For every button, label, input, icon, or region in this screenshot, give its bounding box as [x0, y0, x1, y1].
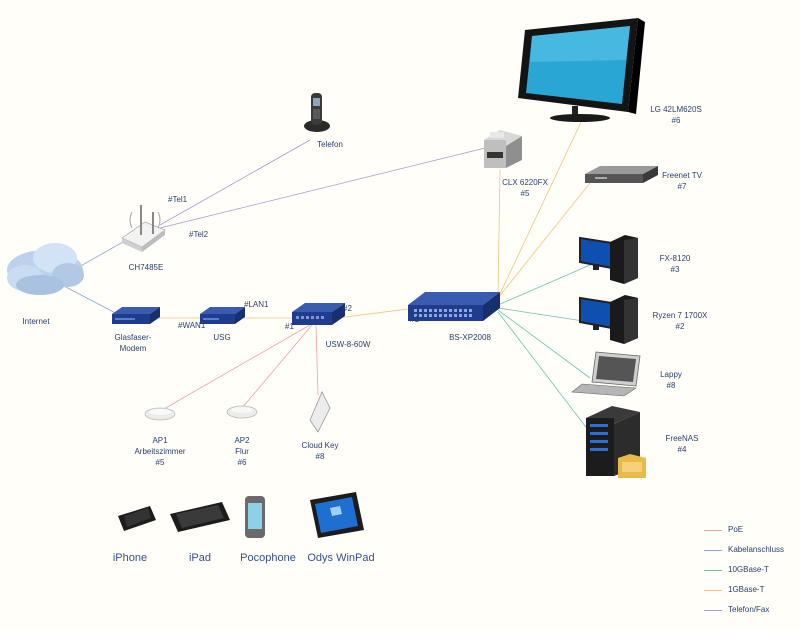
legend-item-telefon-fax: Telefon/Fax [704, 605, 798, 630]
monitor-icon [518, 18, 645, 122]
usg-label: USG [213, 333, 231, 342]
link-bsxp-tv [497, 117, 584, 299]
fx-label: FX-8120 #3 [659, 254, 691, 274]
network-diagram [7, 18, 658, 538]
legend-swatch [704, 530, 722, 531]
port-lan1-label: #LAN1 [244, 300, 269, 309]
cloudkey-label: Cloud Key #8 [301, 441, 339, 461]
legend-item-poe: PoE [704, 525, 798, 550]
link-ch7485e-telefon [159, 139, 311, 226]
receiver-label: Freenet TV #7 [662, 171, 702, 191]
link-usw-ap2 [241, 324, 313, 409]
printer-icon [484, 130, 522, 168]
legend-label: 10GBase-T [728, 565, 769, 574]
connections [61, 117, 593, 436]
odys-winpad-label: Odys WinPad [307, 552, 375, 564]
server-icon [586, 406, 646, 478]
desktop-pc-icon [579, 235, 638, 284]
phone-icon [304, 93, 330, 132]
lappy-label: Lappy #8 [660, 370, 682, 390]
tablet-icon [170, 502, 230, 532]
smartphone-icon [118, 506, 156, 531]
port-bs1-label: #1 [410, 315, 419, 324]
legend-swatch [704, 570, 722, 571]
legend: PoE Kabelanschluss 10GBase-T 1GBase-T Te… [704, 525, 798, 630]
tv-label: LG 42LM620S #6 [650, 105, 702, 125]
link-usw-bsxp [337, 307, 416, 319]
freenas-label: FreeNAS #4 [665, 434, 699, 454]
router-icon [200, 307, 245, 324]
ipad-label: iPad [188, 552, 212, 564]
switch-icon [292, 303, 345, 325]
legend-item-1gbase-t: 1GBase-T [704, 585, 798, 610]
ryzen-label: Ryzen 7 1700X #2 [652, 311, 708, 331]
modem-icon [112, 307, 160, 324]
cloud-key-icon [309, 391, 331, 433]
legend-item-kabelanschluss: Kabelanschluss [704, 545, 798, 570]
link-bsxp-receiver [497, 182, 591, 299]
port-usw1-label: #1 [285, 322, 294, 331]
port-tel1-label: #Tel1 [168, 195, 188, 204]
switch-icon [408, 292, 500, 321]
port-tel2-label: #Tel2 [189, 230, 209, 239]
access-point-icon [144, 407, 176, 421]
desktop-pc-icon [579, 295, 638, 344]
link-bsxp-lappy [497, 309, 591, 379]
legend-swatch [704, 550, 722, 551]
printer-label: CLX 6220FX #5 [502, 178, 548, 198]
modem-label: Glasfaser- Modem [114, 333, 152, 353]
legend-label: Telefon/Fax [728, 605, 770, 614]
port-usw2-label: #2 [343, 304, 352, 313]
port-wan1-label: #WAN1 [178, 321, 206, 330]
legend-item-10gbase-t: 10GBase-T [704, 565, 798, 590]
access-point-icon [226, 405, 258, 419]
bsxp-label: BS-XP2008 [449, 333, 491, 342]
ch7485e-label: CH7485E [128, 263, 164, 272]
link-ch7485e-printer [159, 147, 486, 229]
ap2-label: AP2 Flur #6 [234, 436, 250, 467]
iphone-label: iPhone [112, 552, 148, 564]
cloud-icon [7, 243, 84, 295]
wifi-router-icon [121, 205, 166, 252]
legend-label: 1GBase-T [728, 585, 765, 594]
link-bsxp-ryzen [497, 307, 591, 323]
link-bsxp-fx [497, 264, 591, 306]
legend-swatch [704, 610, 722, 611]
usw-label: USW-8-60W [325, 340, 371, 349]
link-usw-cloudkey [315, 324, 319, 396]
internet-label: Internet [22, 317, 50, 326]
ap1-label: AP1 Arbeitszimmer #5 [134, 436, 186, 467]
tablet-icon [310, 492, 364, 538]
legend-swatch [704, 590, 722, 591]
telefon-label: Telefon [317, 140, 343, 149]
smartphone-icon [245, 496, 265, 538]
link-bsxp-printer [497, 169, 501, 299]
legend-label: PoE [728, 525, 744, 534]
receiver-icon [585, 166, 658, 183]
pocophone-label: Pocophone [240, 552, 296, 564]
laptop-icon [571, 351, 641, 397]
link-bsxp-freenas [497, 311, 593, 436]
link-usw-ap1 [161, 324, 311, 411]
legend-label: Kabelanschluss [728, 545, 785, 554]
